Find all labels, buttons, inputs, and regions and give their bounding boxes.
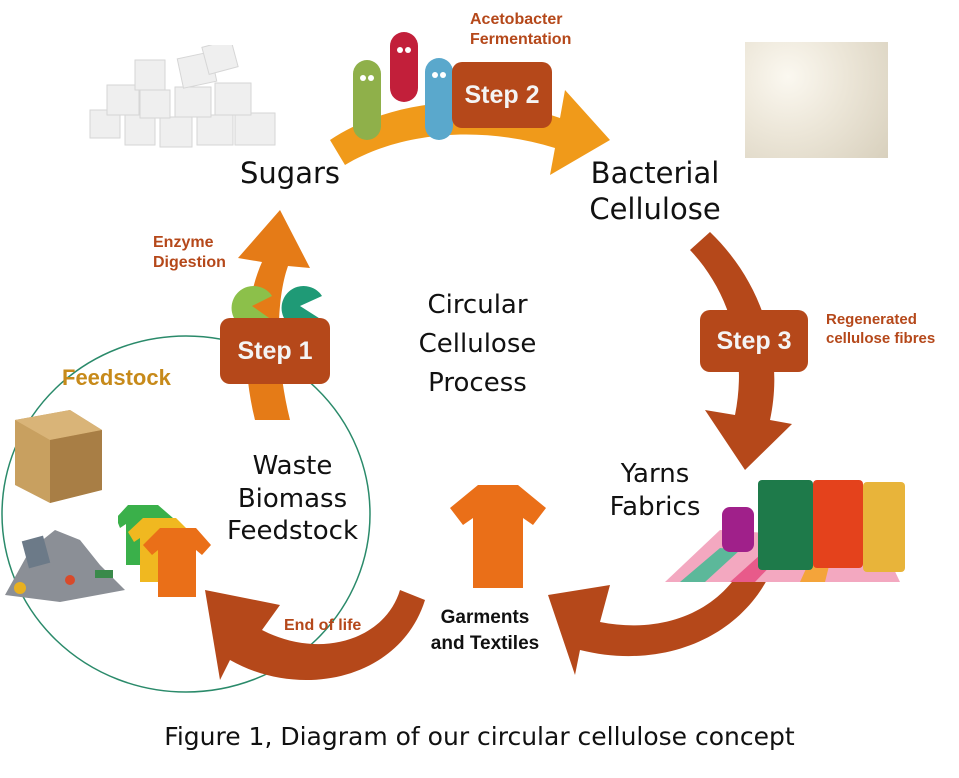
yarns-fabrics-label: Yarns Fabrics [609,459,701,522]
step2-description: Acetobacter Fermentation [470,11,572,48]
sugars-label: Sugars [240,156,340,190]
step3-label: Step 3 [716,326,792,355]
feedstock-title: Feedstock [62,365,171,390]
end-of-life-label: End of life [284,617,362,634]
bacterial-cellulose-label: Bacterial Cellulose [589,156,721,227]
waste-pile-image [0,520,130,605]
orange-tshirt-image [448,480,548,590]
center-title: Circular Cellulose Process [418,290,537,398]
hay-bale-image [10,405,105,505]
tshirts-stack-image [116,500,213,600]
step1-label: Step 1 [237,336,313,365]
yarn-spools-image [660,470,910,585]
figure-caption: Figure 1, Diagram of our circular cellul… [164,722,795,751]
yarns-to-garments-arrow [548,555,772,675]
sugar-cubes-image [85,38,305,155]
step1-description: Enzyme Digestion [153,234,226,271]
step2-arrow [330,90,610,175]
garments-textiles-label: Garments and Textiles [430,607,540,654]
waste-biomass-label: Waste Biomass Feedstock [226,451,359,546]
step3-description: Regenerated cellulose fibres [826,311,936,347]
step3-box: Step 3 [700,310,808,372]
end-of-life-arrow [205,590,425,680]
bacteria-cartoon-image [345,20,465,145]
feedstock-circle [1,335,371,693]
bacterial-cellulose-image [745,42,888,158]
step2-label: Step 2 [464,80,540,109]
step1-box: Step 1 [220,318,330,384]
step2-box: Step 2 [452,62,552,128]
